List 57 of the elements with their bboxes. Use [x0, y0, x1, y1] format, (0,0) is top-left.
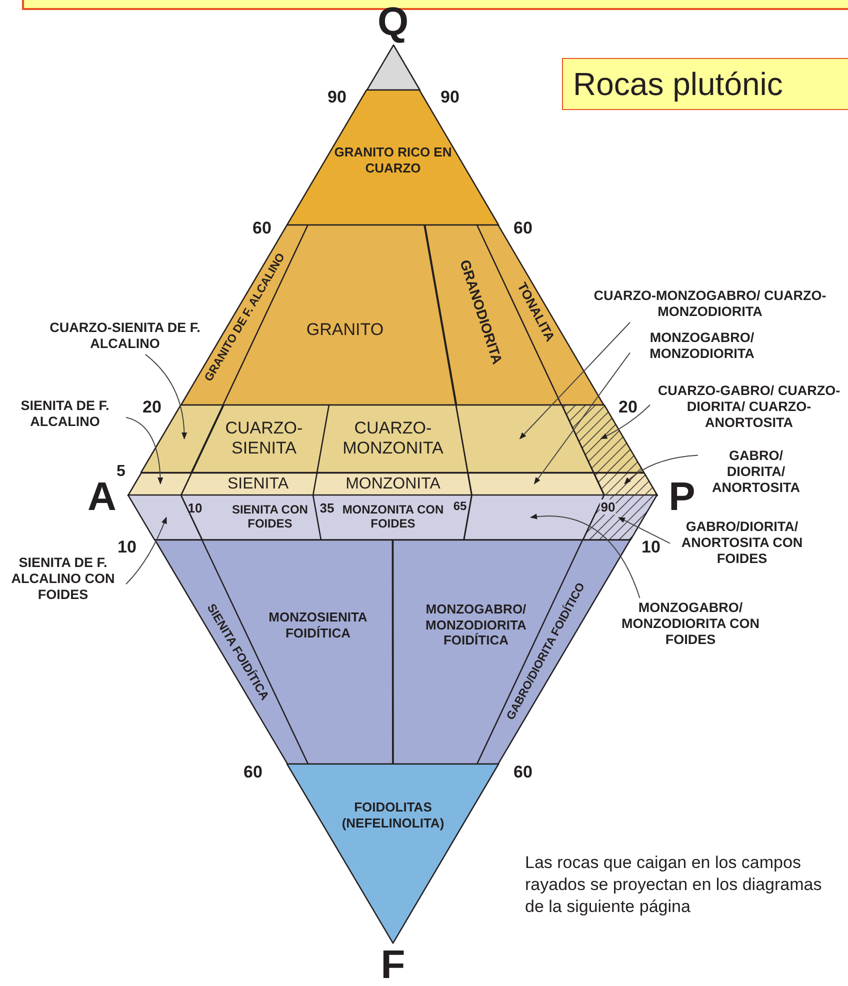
ratio-label: 65	[453, 500, 467, 512]
field-label: GRANITO	[305, 320, 385, 340]
rock-name-label: CUARZO-SIENITA DE F. ALCALINO	[40, 320, 210, 352]
rock-name-label: SIENITA DE F. ALCALINO CON FOIDES	[2, 555, 124, 604]
leader-arrow	[144, 354, 187, 440]
vertex-label: Q	[377, 2, 409, 42]
ratio-label: 90	[600, 500, 616, 514]
field-label: CUARZO- SIENITA	[224, 418, 304, 460]
leader-arrow	[534, 352, 630, 484]
rock-name-label: MONZOGABRO/ MONZODIORITA	[632, 330, 772, 362]
tick-label: 90	[440, 88, 460, 106]
tick-label: 60	[514, 764, 532, 780]
rock-field	[392, 540, 583, 764]
field-label: CUARZO- MONZONITA	[342, 418, 444, 460]
tick-label: 60	[244, 764, 262, 780]
field-label: FOIDOLITAS (NEFELINOLITA)	[340, 799, 446, 831]
leader-arrow	[126, 516, 167, 585]
note-text: Las rocas que caigan en los campos rayados se proyectan en los diagramas de la siguiente página	[525, 852, 823, 918]
rock-field	[313, 495, 472, 540]
vertex-label: A	[88, 477, 116, 517]
tick-label: 60	[252, 220, 272, 236]
leader-arrow	[624, 454, 698, 484]
rock-name-label: SIENITA DE F. ALCALINO	[6, 398, 124, 430]
tick-label: 20	[618, 398, 638, 416]
tick-label: 20	[142, 398, 162, 416]
tick-label: 60	[514, 220, 532, 236]
leader-arrow	[530, 514, 640, 598]
field-label: MONZONITA	[344, 474, 442, 494]
vertex-label: F	[380, 945, 406, 985]
field-label: SIENITA	[226, 474, 290, 494]
leader-arrow	[618, 516, 670, 544]
rock-name-label: GABRO/DIORITA/ ANORTOSITA CON FOIDES	[672, 519, 812, 568]
title-banner: Rocas plutónic	[562, 58, 848, 110]
rock-field	[287, 764, 499, 943]
field-label: MONZONITA CON FOIDES	[341, 502, 445, 532]
tick-label: 10	[642, 538, 660, 556]
rock-field	[313, 472, 472, 495]
rock-field	[202, 540, 393, 764]
leader-arrow	[126, 416, 163, 484]
vertex-label: P	[668, 477, 696, 517]
rock-name-label: CUARZO-MONZOGABRO/ CUARZO-MONZODIORITA	[585, 288, 835, 320]
field-label: MONZOSIENITA FOIDÍTICA	[268, 609, 368, 641]
leader-arrow	[600, 404, 650, 440]
rock-field	[128, 495, 202, 540]
rock-field	[287, 90, 499, 225]
tick-label: 90	[328, 88, 346, 106]
rock-name-label: MONZOGABRO/ MONZODIORITA CON FOIDES	[618, 600, 763, 649]
tick-label: 10	[118, 538, 136, 556]
ratio-label: 35	[320, 502, 334, 514]
hatched-rock-field	[594, 472, 657, 495]
tick-label: 5	[116, 464, 126, 480]
rock-name-label: CUARZO-GABRO/ CUARZO-DIORITA/ CUARZO-ANORTOSITA	[652, 383, 846, 432]
field-label: GRANITO RICO EN CUARZO	[333, 144, 453, 176]
leader-arrow	[519, 322, 630, 440]
rock-name-label: GABRO/ DIORITA/ ANORTOSITA	[700, 448, 812, 497]
rock-field	[180, 472, 318, 495]
ratio-label: 10	[188, 502, 202, 514]
